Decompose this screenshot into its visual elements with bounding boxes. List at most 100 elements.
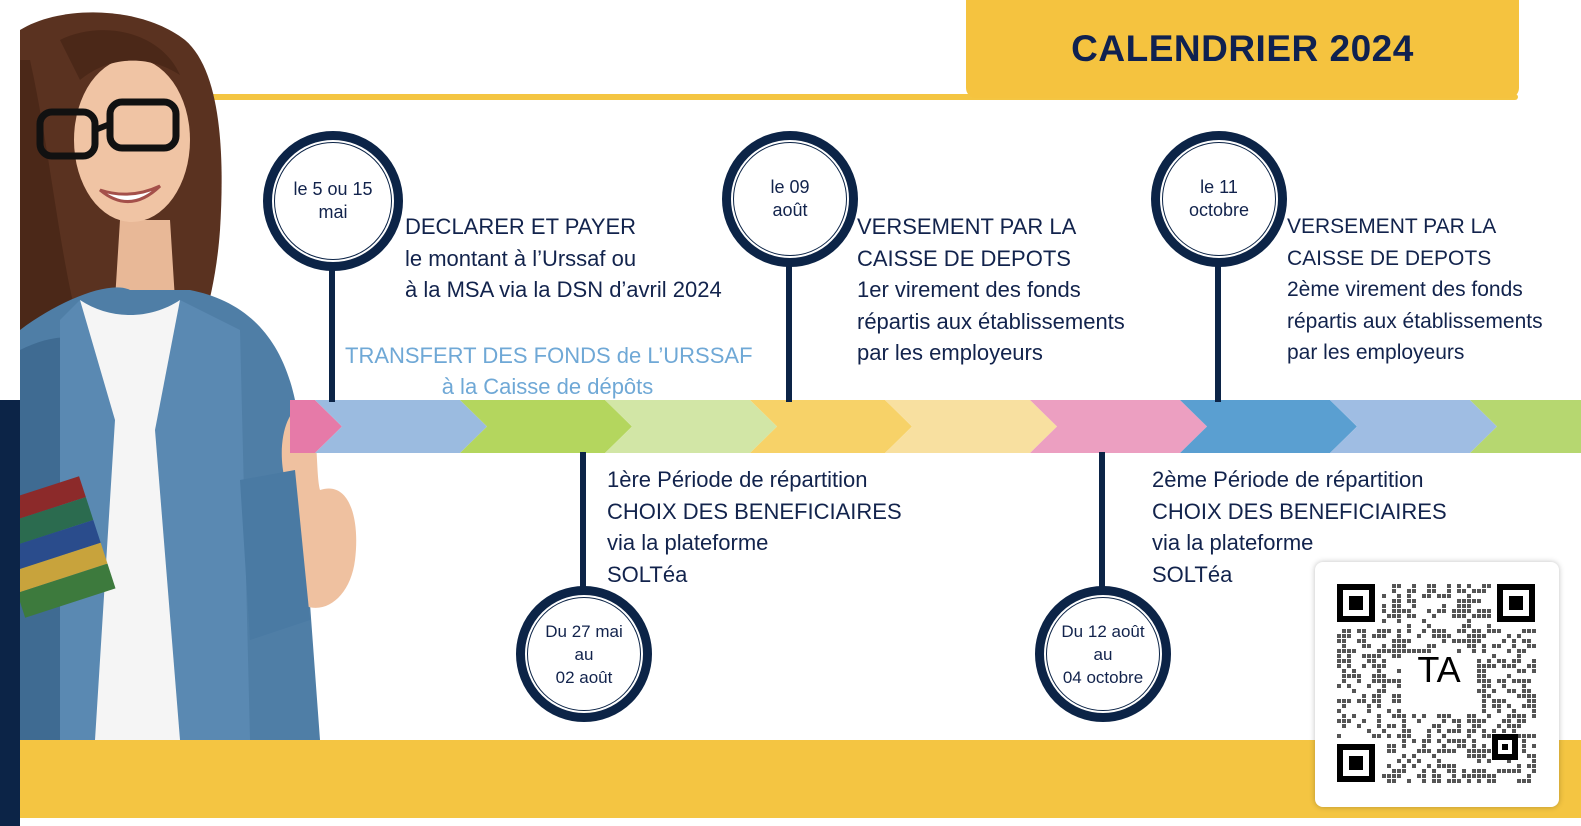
- qr-module: [1377, 694, 1381, 698]
- qr-code-card[interactable]: TA: [1315, 562, 1559, 807]
- qr-module: [1507, 674, 1511, 678]
- qr-module: [1437, 634, 1441, 638]
- timeline-chevron: [1470, 400, 1581, 453]
- qr-module: [1477, 614, 1481, 618]
- left-dark-strip: [0, 400, 20, 826]
- qr-module: [1532, 744, 1536, 748]
- qr-module: [1442, 634, 1446, 638]
- qr-module: [1497, 704, 1501, 708]
- qr-module: [1462, 604, 1466, 608]
- qr-finder-core: [1509, 596, 1523, 610]
- qr-module: [1407, 734, 1411, 738]
- qr-module: [1522, 694, 1526, 698]
- qr-module: [1462, 609, 1466, 613]
- qr-module: [1342, 659, 1346, 663]
- qr-module: [1397, 694, 1401, 698]
- qr-module: [1387, 724, 1391, 728]
- qr-module: [1342, 674, 1346, 678]
- qr-module: [1467, 719, 1471, 723]
- qr-module: [1527, 774, 1531, 778]
- student-illustration: [20, 0, 360, 740]
- qr-module: [1432, 769, 1436, 773]
- qr-module: [1427, 749, 1431, 753]
- qr-module: [1382, 629, 1386, 633]
- qr-module: [1442, 629, 1446, 633]
- qr-module: [1382, 689, 1386, 693]
- qr-module: [1347, 684, 1351, 688]
- qr-module: [1482, 649, 1486, 653]
- timeline-chevron: [750, 400, 912, 453]
- qr-module: [1422, 774, 1426, 778]
- page-title: CALENDRIER 2024: [1071, 28, 1414, 69]
- text-line: par les employeurs: [857, 340, 1043, 365]
- qr-module: [1482, 644, 1486, 648]
- qr-module: [1382, 684, 1386, 688]
- qr-module: [1397, 609, 1401, 613]
- qr-module: [1372, 634, 1376, 638]
- qr-module: [1337, 639, 1341, 643]
- qr-module: [1427, 589, 1431, 593]
- qr-module: [1377, 734, 1381, 738]
- qr-module: [1412, 604, 1416, 608]
- qr-module: [1512, 644, 1516, 648]
- qr-module: [1392, 749, 1396, 753]
- text-line: par les employeurs: [1287, 341, 1465, 364]
- qr-module: [1437, 729, 1441, 733]
- qr-module: [1437, 779, 1441, 783]
- qr-module: [1452, 764, 1456, 768]
- qr-module: [1517, 694, 1521, 698]
- qr-module: [1482, 664, 1486, 668]
- qr-module: [1377, 704, 1381, 708]
- qr-module: [1417, 749, 1421, 753]
- qr-module: [1472, 649, 1476, 653]
- qr-module: [1522, 649, 1526, 653]
- qr-module: [1427, 649, 1431, 653]
- qr-module: [1472, 744, 1476, 748]
- qr-module: [1512, 724, 1516, 728]
- qr-module: [1482, 694, 1486, 698]
- qr-module: [1427, 764, 1431, 768]
- qr-module: [1527, 764, 1531, 768]
- qr-module: [1382, 664, 1386, 668]
- qr-module: [1452, 729, 1456, 733]
- qr-module: [1527, 639, 1531, 643]
- qr-module: [1372, 679, 1376, 683]
- qr-module: [1532, 659, 1536, 663]
- qr-module: [1367, 644, 1371, 648]
- qr-module: [1462, 599, 1466, 603]
- qr-module: [1347, 654, 1351, 658]
- qr-module: [1377, 719, 1381, 723]
- qr-module: [1347, 719, 1351, 723]
- qr-module: [1517, 714, 1521, 718]
- qr-module: [1457, 724, 1461, 728]
- qr-module: [1482, 614, 1486, 618]
- qr-module: [1477, 634, 1481, 638]
- qr-module: [1377, 679, 1381, 683]
- qr-module: [1367, 704, 1371, 708]
- qr-module: [1442, 714, 1446, 718]
- qr-module: [1487, 584, 1491, 588]
- qr-module: [1407, 759, 1411, 763]
- qr-module: [1522, 739, 1526, 743]
- qr-module: [1482, 634, 1486, 638]
- qr-module: [1392, 679, 1396, 683]
- qr-module: [1467, 594, 1471, 598]
- qr-module: [1437, 714, 1441, 718]
- date-line: août: [772, 200, 808, 220]
- qr-module: [1342, 649, 1346, 653]
- qr-module: [1412, 589, 1416, 593]
- text-line: CAISSE DE DEPOTS: [1287, 246, 1492, 270]
- qr-module: [1452, 769, 1456, 773]
- qr-module: [1462, 614, 1466, 618]
- milestone-text: VERSEMENT PAR LA CAISSE DE DEPOTS 1er vi…: [857, 211, 1125, 369]
- qr-module: [1492, 729, 1496, 733]
- qr-module: [1512, 659, 1516, 663]
- qr-module: [1397, 599, 1401, 603]
- qr-module: [1502, 639, 1506, 643]
- qr-module: [1482, 584, 1486, 588]
- qr-module: [1447, 764, 1451, 768]
- qr-module: [1522, 689, 1526, 693]
- qr-module: [1517, 769, 1521, 773]
- qr-module: [1462, 629, 1466, 633]
- qr-module: [1467, 604, 1471, 608]
